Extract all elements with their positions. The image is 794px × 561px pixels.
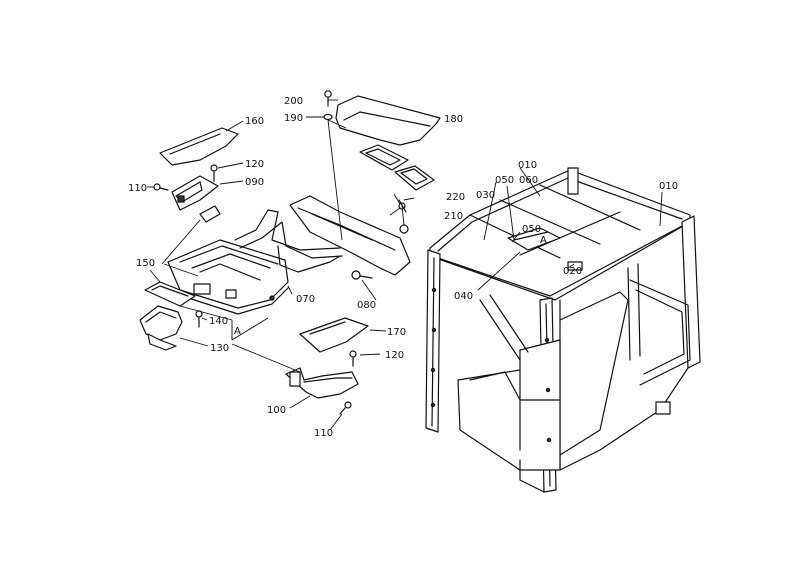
label-170: 170 [387,327,406,338]
label-200: 200 [284,96,303,107]
label-220: 220 [446,192,465,203]
heater-unit-070 [167,239,289,315]
label-080: 080 [357,300,376,311]
reference-mark-a-cab: A [540,235,547,246]
duct-130 [139,305,183,351]
duct-connector-070 [234,209,343,273]
label-060: 060 [519,175,538,186]
label-180: 180 [444,114,463,125]
leader-lines [147,99,663,431]
roof-panel-180 [335,95,441,146]
label-090: 090 [245,177,264,188]
label-110-b: 110 [314,428,333,439]
label-190: 190 [284,113,303,124]
grommet-210 [399,224,409,234]
part-labels: 010 010 020 030 040 050 050 060 070 080 … [128,96,678,439]
label-140: 140 [209,316,228,327]
dome-light-210 [359,144,435,191]
washer-190 [323,113,333,121]
label-040: 040 [454,291,473,302]
label-050-b: 050 [522,224,541,235]
cover-panel-160 [159,127,239,166]
duct-090 [171,175,219,211]
label-120-a: 120 [245,159,264,170]
duct-100 [285,367,359,399]
bolt-140 [195,310,203,328]
label-120-b: 120 [385,350,404,361]
cab-frame-010 [425,167,701,493]
bolt-110-a [153,183,169,191]
cover-panel-170 [299,317,369,353]
bolt-120-b [349,350,357,367]
duct-060 [289,195,411,276]
roof-strip-020 [507,227,583,271]
bracket-090b [199,205,221,223]
label-150: 150 [136,258,155,269]
filter-150 [144,281,196,307]
label-030: 030 [476,190,495,201]
label-130: 130 [210,343,229,354]
label-110-a: 110 [128,183,147,194]
bolt-120-a [210,164,218,182]
label-160: 160 [245,116,264,127]
label-010-top: 010 [518,160,537,171]
screw-200 [324,90,332,107]
bolt-080 [351,270,373,280]
label-010-right: 010 [659,181,678,192]
label-210: 210 [444,211,463,222]
label-020: 020 [563,266,582,277]
label-100: 100 [267,405,286,416]
reference-mark-a-left: A [234,326,241,337]
label-050-a: 050 [495,175,514,186]
bolt-110-b [339,401,352,415]
label-070: 070 [296,294,315,305]
